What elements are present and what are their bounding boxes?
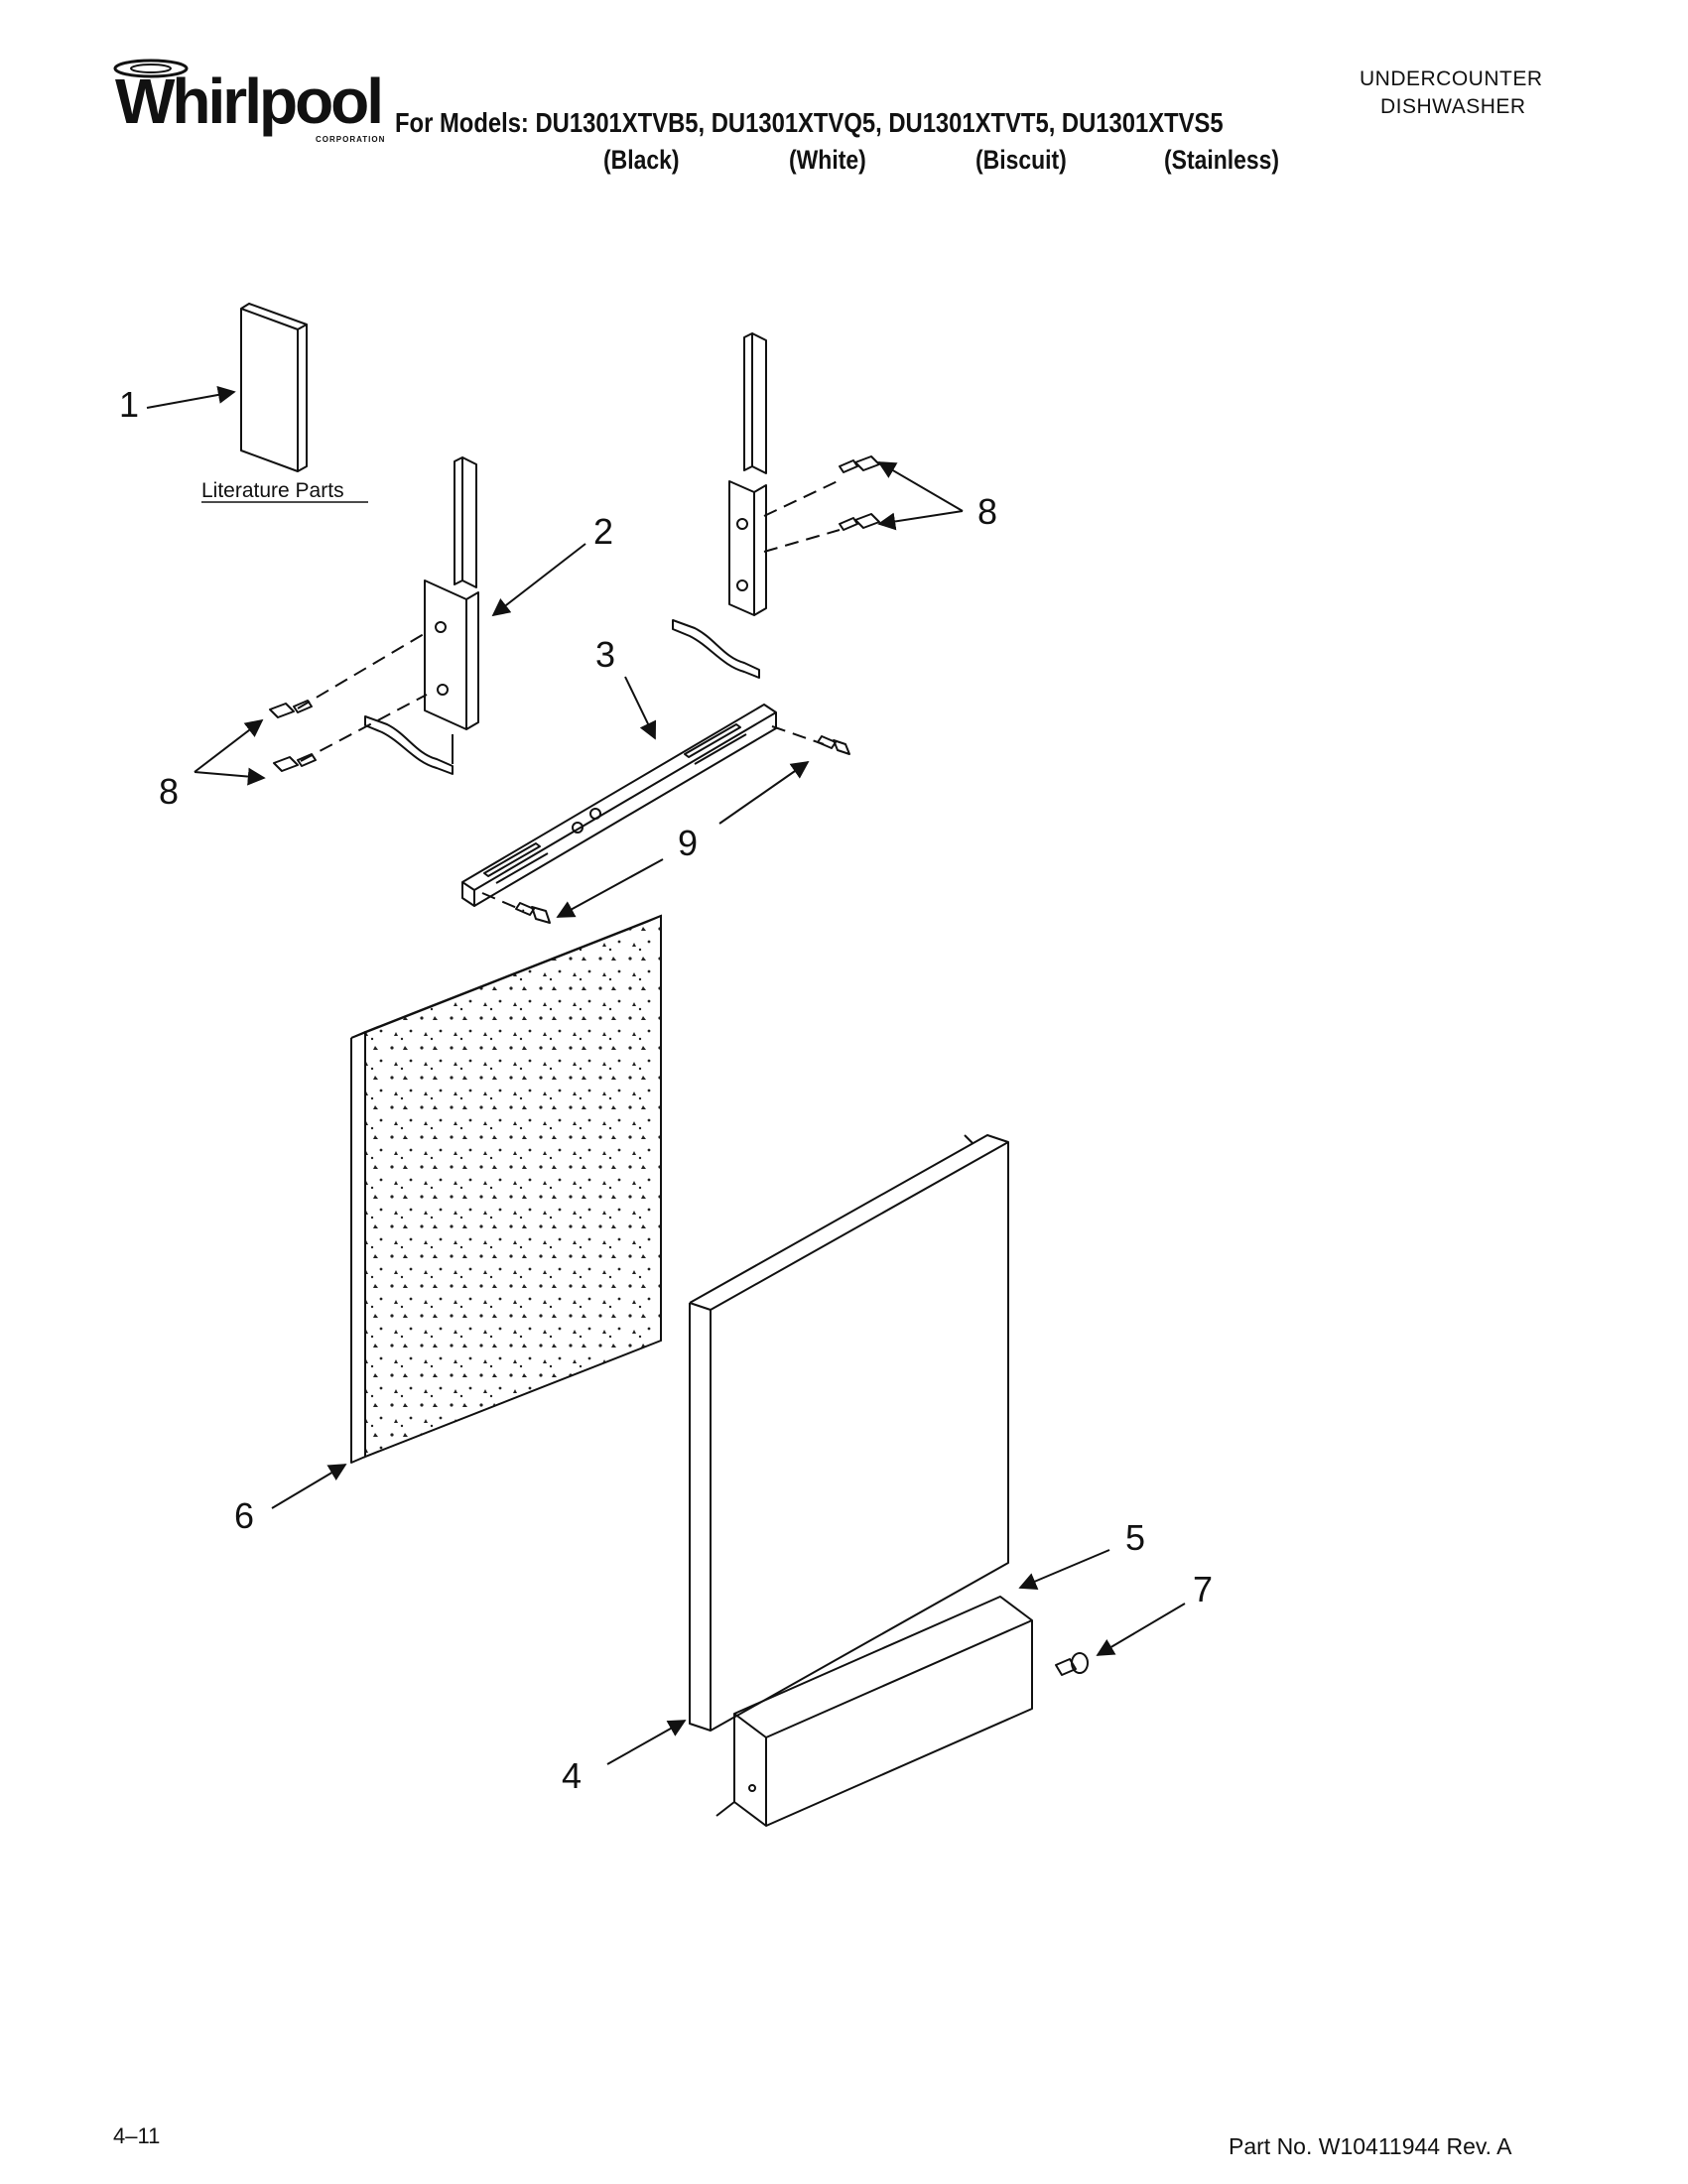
logo-swirl-icon: [113, 59, 189, 78]
dash-bracket-right: [771, 725, 825, 745]
toe-panel-screw: [1055, 1652, 1089, 1676]
color-label-white: (White): [789, 145, 866, 175]
callout-3: 3: [595, 634, 615, 675]
leader-8-left-b: [194, 767, 266, 786]
callout-2: 2: [593, 511, 613, 552]
leader-5: [1018, 1549, 1110, 1590]
leader-8-left-a: [194, 718, 264, 773]
leader-8-right-b: [877, 510, 964, 531]
dash-left-lower: [300, 694, 428, 762]
screw-right-lower: [839, 513, 880, 531]
leader-1: [146, 386, 236, 409]
page-code: 4–11: [113, 2123, 161, 2148]
dash-bracket-left: [481, 892, 525, 912]
callout-6: 6: [234, 1495, 254, 1536]
door-bracket: [461, 704, 777, 907]
literature-parts-label: Literature Parts: [201, 479, 344, 502]
right-door-hinge: [672, 332, 767, 679]
callout-8-right: 8: [977, 491, 997, 532]
callout-4: 4: [562, 1755, 582, 1796]
logo-subtext: CORPORATION: [316, 135, 386, 144]
color-label-biscuit: (Biscuit): [975, 145, 1067, 175]
callout-9: 9: [678, 823, 698, 863]
category-line-1: UNDERCOUNTER: [1360, 67, 1543, 90]
leader-9-b: [556, 858, 664, 918]
callout-1: 1: [119, 384, 139, 425]
color-label-black: (Black): [603, 145, 680, 175]
leader-7: [1096, 1603, 1186, 1656]
leader-2: [491, 543, 586, 617]
leader-9-a: [718, 760, 810, 825]
screw-left-lower: [273, 753, 317, 772]
leader-4: [606, 1720, 687, 1765]
screw-9-left: [515, 902, 551, 924]
callout-8-left: 8: [159, 771, 179, 812]
callout-7: 7: [1193, 1569, 1213, 1609]
leader-8-right-a: [877, 461, 964, 512]
screw-left-upper: [269, 700, 313, 718]
left-door-hinge: [364, 456, 479, 775]
callout-5: 5: [1125, 1517, 1145, 1558]
toe-panel: [715, 1596, 1033, 1827]
door-panel: [350, 914, 662, 1464]
literature-parts-booklet: [240, 303, 308, 472]
models-line: For Models: DU1301XTVB5, DU1301XTVQ5, DU…: [395, 107, 1224, 138]
dash-left-upper: [297, 630, 430, 709]
leader-3: [624, 676, 657, 740]
leader-6: [271, 1464, 347, 1509]
dash-right-lower: [763, 529, 841, 553]
screw-right-upper: [839, 455, 880, 473]
door-outer: [689, 1134, 1009, 1732]
screw-9-right: [817, 735, 850, 755]
part-number: Part No. W10411944 Rev. A: [1229, 2133, 1512, 2159]
dash-right-upper: [763, 479, 841, 517]
color-label-stainless: (Stainless): [1164, 145, 1280, 175]
category-line-2: DISHWASHER: [1380, 95, 1526, 118]
logo-wordmark: Whirlpool: [115, 65, 384, 137]
